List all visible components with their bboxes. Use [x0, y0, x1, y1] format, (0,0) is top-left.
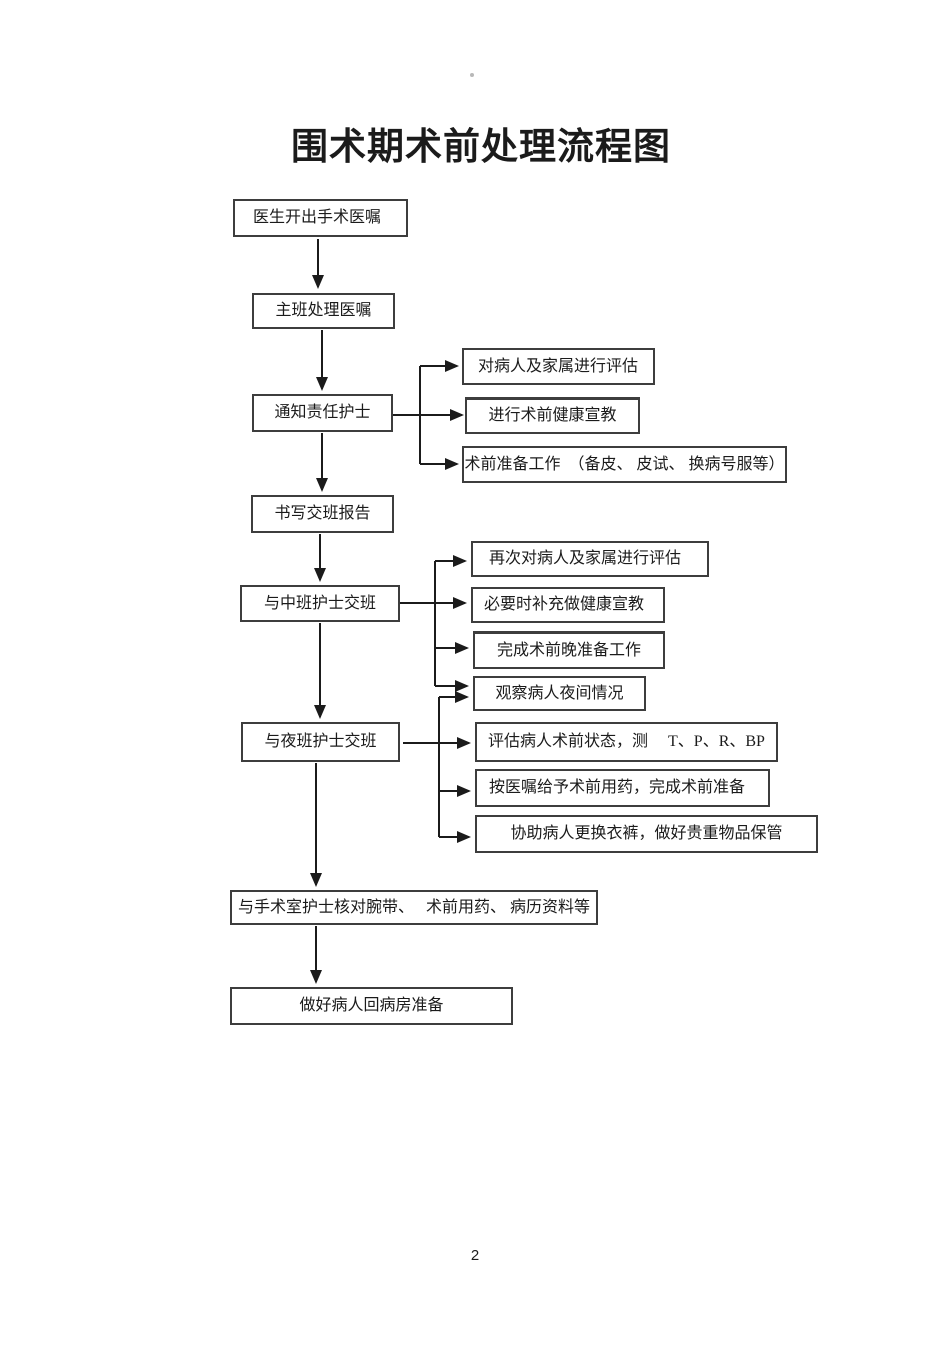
- flow-node-label: 书写交班报告: [274, 505, 371, 523]
- flow-node-notify-nurse: 通知责任护士: [252, 394, 393, 432]
- flow-node-label: 与夜班护士交班: [264, 733, 377, 751]
- flow-node-or-check: 与手术室护士核对腕带、 术前用药、 病历资料等: [230, 890, 598, 925]
- flow-node-night-shift: 与夜班护士交班: [241, 722, 400, 762]
- notify-nurse-branch: [393, 360, 464, 470]
- flow-node-night-before-prep: 完成术前晚准备工作: [473, 631, 665, 669]
- flow-node-label: 观察病人夜间情况: [495, 684, 624, 702]
- flow-node-label: 主班处理医嘱: [275, 302, 372, 320]
- flow-node-label: 完成术前晚准备工作: [496, 641, 641, 659]
- flow-node-label: 做好病人回病房准备: [299, 997, 444, 1015]
- flow-node-handover-report: 书写交班报告: [251, 495, 394, 533]
- page-title: 围术期术前处理流程图: [291, 127, 671, 168]
- flow-node-label: 通知责任护士: [274, 404, 371, 422]
- flow-node-label: 医生开出手术医嘱: [253, 209, 382, 227]
- flow-node-suppl-education: 必要时补充做健康宣教: [471, 587, 665, 623]
- scan-artifact-dot: [470, 73, 474, 77]
- night-shift-branch: [403, 691, 471, 843]
- main-flow-arrows: [310, 239, 328, 984]
- flow-node-label: 与手术室护士核对腕带、 术前用药、 病历资料等: [237, 898, 590, 916]
- flow-node-return-prep: 做好病人回病房准备: [230, 987, 513, 1025]
- flow-node-label: 再次对病人及家属进行评估: [489, 550, 682, 568]
- flow-node-label: 必要时补充做健康宣教: [484, 596, 645, 614]
- flow-node-assess-family: 对病人及家属进行评估: [462, 348, 655, 385]
- flow-node-observe-night: 观察病人夜间情况: [473, 676, 646, 711]
- flow-node-label: 评估病人术前状态，测 T、P、R、BP: [488, 733, 765, 751]
- flow-node-label: 按医嘱给予术前用药，完成术前准备: [489, 779, 746, 797]
- flow-node-preop-education: 进行术前健康宣教: [465, 397, 640, 434]
- flow-node-doctor-order: 医生开出手术医嘱: [233, 199, 408, 237]
- flow-node-label: 协助病人更换衣裤，做好贵重物品保管: [510, 825, 783, 843]
- flow-node-label: 术前准备工作 （备皮、 皮试、 换病号服等）: [464, 455, 785, 473]
- flow-node-label: 与中班护士交班: [263, 594, 376, 612]
- flow-node-give-premed: 按医嘱给予术前用药，完成术前准备: [475, 769, 770, 807]
- flow-node-label: 进行术前健康宣教: [488, 407, 617, 425]
- flow-node-mid-shift: 与中班护士交班: [240, 585, 400, 622]
- flow-node-preop-prepare: 术前准备工作 （备皮、 皮试、 换病号服等）: [462, 446, 787, 483]
- flow-node-assess-state: 评估病人术前状态，测 T、P、R、BP: [475, 722, 778, 762]
- flow-node-label: 对病人及家属进行评估: [478, 357, 639, 375]
- mid-shift-branch: [400, 555, 469, 692]
- flow-node-reassess-family: 再次对病人及家属进行评估: [471, 541, 709, 577]
- flow-node-main-shift: 主班处理医嘱: [252, 293, 395, 329]
- page-number: 2: [470, 1247, 480, 1264]
- flow-node-change-clothes: 协助病人更换衣裤，做好贵重物品保管: [475, 815, 818, 853]
